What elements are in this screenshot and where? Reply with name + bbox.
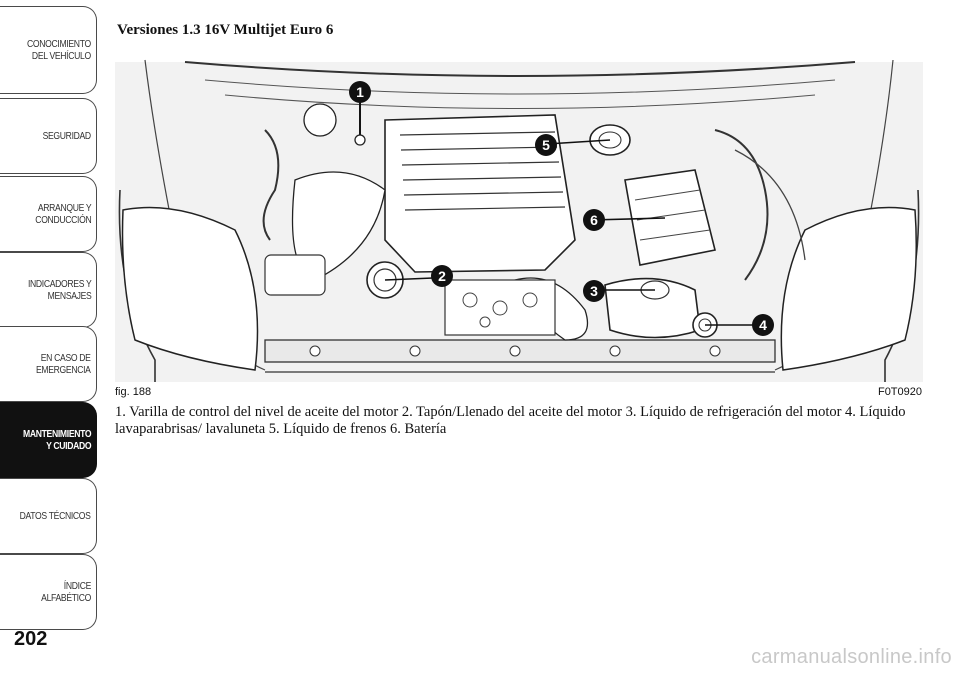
- chapter-sidebar: CONOCIMIENTO DEL VEHÍCULO SEGURIDAD ARRA…: [0, 0, 100, 640]
- watermark: carmanualsonline.info: [751, 646, 952, 668]
- tab-label: MANTENIMIENTO Y CUIDADO: [22, 428, 92, 452]
- tab-indicadores[interactable]: INDICADORES Y MENSAJES: [0, 252, 97, 328]
- callout-6: 6: [583, 209, 605, 231]
- callout-3-label: 3: [590, 283, 598, 299]
- callout-1-label: 1: [356, 84, 364, 100]
- tab-indice[interactable]: ÍNDICE ALFABÉTICO: [0, 554, 97, 630]
- callout-6-label: 6: [590, 212, 598, 228]
- tab-label: ÍNDICE ALFABÉTICO: [41, 580, 91, 604]
- figure-code: F0T0920: [877, 386, 922, 398]
- page-number: 202: [14, 628, 48, 650]
- tab-mantenimiento[interactable]: MANTENIMIENTO Y CUIDADO: [0, 402, 97, 478]
- tab-datos-tecnicos[interactable]: DATOS TÉCNICOS: [0, 478, 97, 554]
- callout-5-label: 5: [542, 137, 550, 153]
- figure-label: fig. 188: [115, 386, 152, 398]
- callout-1: 1: [349, 81, 371, 103]
- tab-label: CONOCIMIENTO DEL VEHÍCULO: [27, 38, 91, 62]
- callout-2-label: 2: [438, 268, 446, 284]
- engine-bay-drawing: 1 2 3 4 5 6: [115, 59, 923, 382]
- callout-3: 3: [583, 280, 605, 302]
- tab-conocimiento[interactable]: CONOCIMIENTO DEL VEHÍCULO: [0, 6, 97, 94]
- callout-5: 5: [535, 134, 557, 156]
- tab-label: EN CASO DE EMERGENCIA: [36, 352, 91, 376]
- tab-label: INDICADORES Y MENSAJES: [27, 278, 91, 302]
- engine-bay-illustration: 1 2 3 4 5 6: [115, 40, 923, 385]
- tab-arranque[interactable]: ARRANQUE Y CONDUCCIÓN: [0, 176, 97, 252]
- tab-emergencia[interactable]: EN CASO DE EMERGENCIA: [0, 326, 97, 402]
- section-heading: Versiones 1.3 16V Multijet Euro 6: [117, 22, 334, 38]
- figure-caption: 1. Varilla de control del nivel de aceit…: [115, 404, 906, 437]
- tab-label: SEGURIDAD: [42, 130, 92, 142]
- callout-2: 2: [431, 265, 453, 287]
- tab-label: DATOS TÉCNICOS: [19, 510, 91, 522]
- tab-seguridad[interactable]: SEGURIDAD: [0, 98, 97, 174]
- tab-label: ARRANQUE Y CONDUCCIÓN: [34, 202, 91, 226]
- callout-4: 4: [752, 314, 774, 336]
- callout-4-label: 4: [759, 317, 767, 333]
